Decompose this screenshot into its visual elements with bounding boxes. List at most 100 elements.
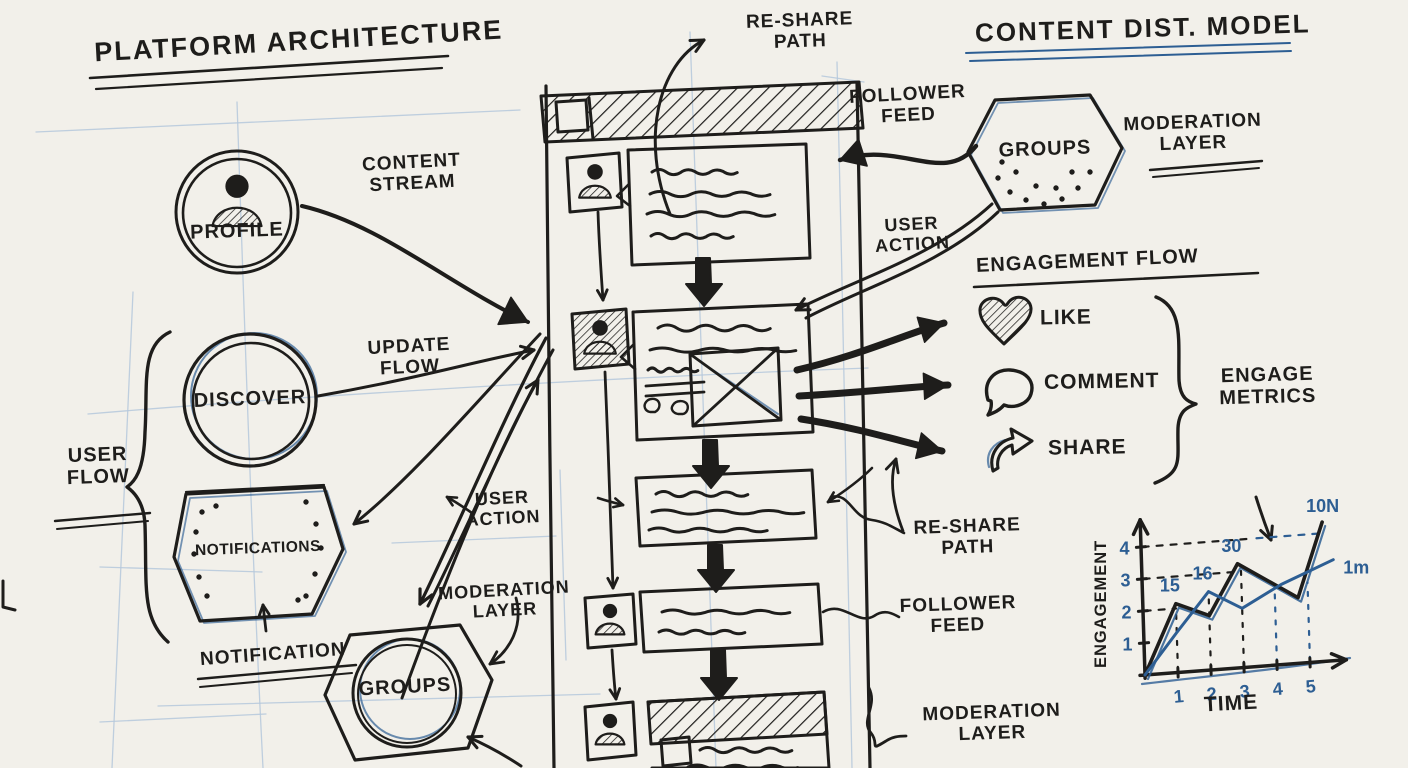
chart-series-end-label: 10N: [1306, 496, 1339, 516]
chart-series-secondary: [1143, 558, 1335, 677]
hexagon-dot: [1053, 185, 1059, 191]
scribble-text: [660, 608, 792, 616]
grid-line: [236, 101, 264, 768]
profile-node-shape: [181, 157, 293, 269]
grid-line: [99, 713, 267, 723]
hexagon-dot: [1013, 169, 1019, 175]
scribble-text: [649, 232, 735, 241]
lane-arrow-head: [596, 289, 605, 302]
edge-mark: [1, 579, 17, 612]
feed-to-notifications-arrow-head: [352, 519, 370, 526]
share-flow-arrow-head: [914, 432, 943, 460]
groups-to-feed-arrow-head: [535, 378, 540, 396]
like-flow-arrow-head: [916, 316, 945, 343]
grid-line: [391, 535, 557, 544]
card-tail: [615, 182, 632, 208]
chart-y-axis-head: [1138, 518, 1150, 536]
lane-arrow-head: [611, 576, 619, 590]
hexagon-dot: [995, 175, 1001, 181]
lane-arrow-head: [608, 688, 618, 701]
chart-series-shadow: [1146, 524, 1327, 681]
window-button: [554, 98, 590, 134]
user-action-pointer-head: [445, 495, 459, 499]
feed-title-bar: [539, 80, 865, 144]
user-icon-body: [211, 206, 263, 228]
lane-arrow-head: [601, 288, 609, 302]
lane-arrow: [596, 210, 605, 302]
user-icon: [225, 174, 249, 198]
chart-x-tick-label: 3: [1239, 681, 1251, 702]
hexagon-dot: [1069, 169, 1075, 175]
lane-arrow: [603, 370, 615, 590]
moderation-layer-bottom-label: MODERATION LAYER: [922, 699, 1062, 746]
title-underline: [969, 50, 1292, 62]
content-stream-label: CONTENT STREAM: [361, 149, 462, 197]
hexagon-dot: [196, 574, 202, 580]
re-share-connector: [829, 495, 906, 535]
card-entry-arrow-head: [614, 497, 625, 507]
notification-arrow-head: [257, 603, 265, 617]
re-share-right-arrow-head: [884, 457, 898, 471]
follower-feed-arrow-head: [839, 138, 868, 167]
moderation-left-arrow: [488, 596, 520, 666]
scribble-text: [657, 628, 747, 636]
re-share-path-right-label: RE-SHARE PATH: [913, 514, 1022, 560]
groups-to-feed-arrow: [400, 378, 540, 700]
re-share-top-arrow-head: [694, 38, 706, 53]
scribble-text: [654, 490, 750, 499]
update-flow-arrow-head: [521, 348, 536, 361]
share-label: SHARE: [1047, 435, 1127, 460]
chart-h-guide: [1141, 537, 1251, 548]
chart-v-guide: [1174, 607, 1180, 672]
groups-left-node-shape: [323, 623, 494, 762]
user-action-pointer-head: [445, 495, 454, 507]
user-icon-body: [594, 732, 626, 746]
label-underline: [56, 520, 149, 530]
groups-left-node-shape: [351, 637, 463, 749]
chart-y-tick: [1135, 577, 1149, 581]
chart-x-tick-label: 5: [1305, 676, 1317, 697]
scribble-text: [650, 168, 739, 177]
hexagon-dot: [303, 593, 309, 599]
user-icon-body: [583, 340, 617, 355]
scribble-text: [647, 526, 769, 534]
chart-x-axis-head: [1329, 652, 1349, 662]
title-underline: [965, 42, 1291, 54]
feed-to-groups-arrow: [418, 336, 548, 606]
label-underline: [196, 663, 358, 681]
chart-x-axis-head: [1330, 658, 1349, 670]
lane-arrow: [610, 648, 618, 701]
user-action-right-label: USER ACTION: [874, 212, 951, 257]
chart-x-axis-title: TIME: [1203, 690, 1259, 717]
flow-down-arrow: [692, 439, 730, 489]
feed-card: [631, 302, 815, 442]
groups-right-node-label: GROUPS: [998, 136, 1092, 162]
comment-label: COMMENT: [1043, 368, 1160, 395]
feed-to-notifications-arrow-head: [352, 509, 362, 526]
comment-flow-arrow-head: [922, 372, 949, 400]
user-icon: [602, 713, 618, 729]
re-share-path-top-label: RE-SHARE PATH: [745, 8, 854, 54]
hexagon-dot: [204, 593, 210, 599]
user-action-left-label: USER ACTION: [465, 486, 541, 531]
chart-y-tick: [1137, 641, 1151, 645]
user-flow-brace: [125, 330, 172, 644]
scribble-text: [686, 763, 800, 768]
feed-to-notifications-arrow: [352, 332, 542, 526]
scribble-text: [645, 210, 777, 219]
user-action-right-arrow: [794, 202, 994, 312]
checkbox: [659, 735, 693, 768]
groups-left-node-shape: [357, 644, 457, 744]
reaction-blob: [670, 399, 689, 416]
hexagon-dot: [1059, 196, 1065, 202]
chart-y-tick-label: 3: [1120, 570, 1130, 590]
follower-feed-top-label: FOLLOWER FEED: [848, 80, 967, 128]
heart-icon: [978, 295, 1033, 346]
chart-x-tick-label: 2: [1206, 684, 1218, 705]
moderation-bottom-brace: [865, 686, 908, 748]
scribble-text: [646, 366, 700, 374]
content-stream-arrow-head: [497, 296, 529, 326]
chart-y-tick: [1134, 545, 1148, 549]
